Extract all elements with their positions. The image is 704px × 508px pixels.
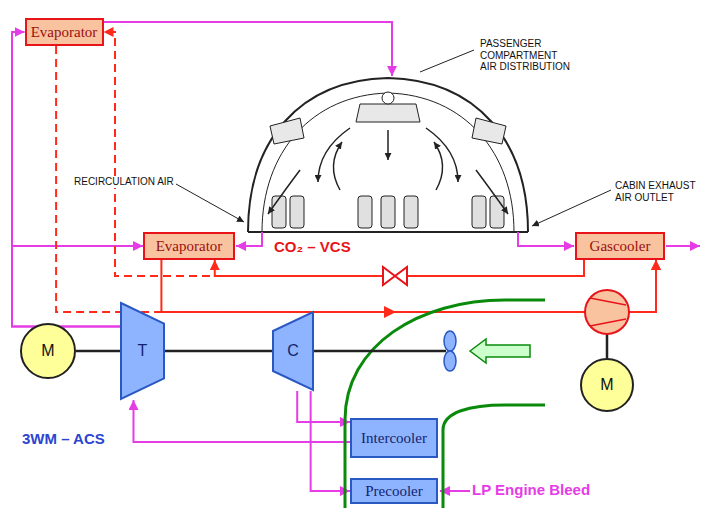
turbine-symbol: T [120,302,165,400]
turbine-symbol-outline [121,303,164,399]
air-duct-line [134,400,351,442]
system-label: CO₂ – VCS [272,238,353,255]
shaft [314,350,446,353]
cabin-illustration [262,93,514,232]
expansion-valve-symbol [383,267,395,285]
ram-air-duct [345,300,545,508]
cabin-illustration [472,118,506,144]
callout-label: PASSENGER COMPARTMENT AIR DISTRIBUTION [478,38,574,73]
turbine-symbol-outline [120,302,165,400]
flow-label: LP Engine Bleed [470,481,592,498]
connector-group [12,32,656,491]
node-text: Precooler [365,483,422,500]
air-duct-line [12,246,143,327]
motor-shaft [606,334,609,358]
air-duct-line [440,490,540,492]
fan-symbol [444,331,456,351]
flow-arrow [384,306,396,318]
expansion-valve-symbol [395,267,407,285]
refrigerant-line [161,260,656,312]
cabin-illustration [270,118,304,144]
node-text: Intercooler [361,430,427,447]
air-duct-line [12,32,120,327]
callout-label: RECIRCULATION AIR [72,176,176,188]
system-label: 3WM – ACS [20,430,107,447]
cabin-illustration [248,231,528,233]
leader-line [420,50,474,72]
compressor-symbol-outline [272,311,314,391]
node-text: T [138,342,148,360]
ram-air-duct [443,405,545,508]
co2-compressor-symbol [585,290,629,334]
cabin-illustration [272,196,286,228]
cabin-illustration [356,104,420,122]
air-duct-line [236,232,262,246]
cabin-illustration [476,170,508,214]
cabin-illustration [387,130,389,160]
co2-compressor-symbol [590,298,626,326]
fan-symbol [444,351,456,371]
leader-line [532,190,611,226]
cabin-illustration [382,92,394,104]
cabin-illustration [290,196,304,228]
compressor-symbol: C [272,311,314,391]
motor-circle: M [20,323,76,379]
cabin-illustration [248,78,528,232]
cabin-illustration [268,170,300,214]
air-duct-line [518,232,574,246]
cabin-illustration [248,78,528,232]
node-text: Gascooler [590,238,651,255]
node-text: C [287,342,299,360]
motor-circle: M [580,358,634,412]
callout-label: CABIN EXHAUST AIR OUTLET [613,180,701,203]
leader-line [176,50,611,226]
cabin-illustration [490,196,504,228]
heat-exchanger-box: Precooler [350,478,438,504]
shaft-line [165,350,272,353]
air-duct-line [100,22,392,76]
node-text: M [600,376,613,394]
node-text: M [41,342,54,360]
refrigerant-line-dashed [104,32,585,276]
ram-air-duct [345,300,545,508]
heat-exchanger-box: Intercooler [350,418,438,458]
compressor-symbol-outline [273,312,313,390]
node-text: Evaporator [31,24,98,41]
leader-line [176,184,244,222]
node-text: Evaporator [156,238,223,255]
cabin-illustration [472,196,486,228]
fan-symbol [444,331,456,371]
cabin-illustration [333,142,342,190]
cabin-illustration [434,142,443,190]
cabin-illustration [381,196,395,228]
air-duct-line [297,391,350,422]
air-duct-line [666,245,700,247]
cabin-illustration [404,196,418,228]
gascooler-box: Gascooler [575,232,665,260]
co2-compressor-symbol [585,290,629,334]
evaporator-box: Evaporator [25,18,104,46]
evaporator-box: Evaporator [143,232,235,260]
shaft-line [76,350,120,353]
ram-air-arrow [470,339,530,363]
refrigerant-line-dashed [56,46,656,312]
cabin-illustration [358,196,372,228]
air-duct-line [100,22,700,491]
expansion-valve-symbol [383,267,407,285]
